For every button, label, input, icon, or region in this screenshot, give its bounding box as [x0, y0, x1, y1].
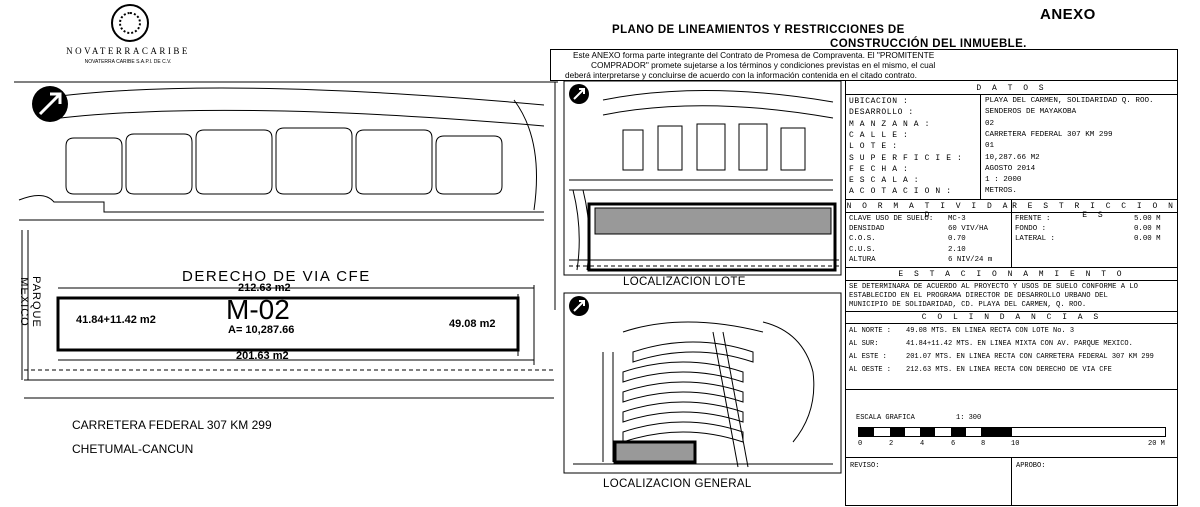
datos-label: M A N Z A N A : [849, 119, 931, 129]
colindancias-heading: C O L I N D A N C I A S [921, 313, 1102, 322]
escala-label: ESCALA GRAFICA [856, 414, 915, 422]
restricciones-value: 5.00 M [1134, 215, 1161, 223]
datos-value: 10,287.66 M2 [985, 153, 1040, 162]
inset-lote: LOCALIZACION LOTE [563, 80, 843, 292]
datos-label: L O T E : [849, 142, 898, 152]
north-arrow [32, 86, 68, 122]
reviso-label: REVISO: [850, 462, 880, 470]
scale-tick-label: 8 [981, 440, 986, 448]
normatividad-value: MC-3 [948, 215, 966, 223]
datos-value: 01 [985, 142, 995, 151]
normatividad-value: 2.10 [948, 245, 966, 254]
colindancia-label: AL ESTE : [849, 353, 887, 361]
restricciones-heading: R E S T R I C C I O N E S [1012, 202, 1176, 220]
main-plan-drawing [14, 81, 558, 399]
logo-brand: NOVATERRACARIBE [66, 46, 190, 56]
header-notice-2: COMPRADOR" promete sujetarse a los térmi… [591, 60, 936, 70]
datos-value: 1 : 2000 [985, 176, 1022, 185]
inset-general: LOCALIZACION GENERAL [563, 292, 843, 502]
datos-label: E S C A L A : [849, 176, 920, 186]
datos-value: PLAYA DEL CARMEN, SOLIDARIDAD Q. ROO. [985, 97, 1154, 105]
normatividad-label: C.U.S. [849, 245, 876, 254]
logo-company: NOVATERRA CARIBE S.A.P.I. DE C.V. [84, 59, 172, 65]
normatividad-value: 0.70 [948, 235, 966, 244]
main-plan: DERECHO DE VIA CFE PARQUE MEXICO 212.63 … [14, 80, 558, 500]
restricciones-label: FRENTE : [1015, 215, 1051, 223]
restricciones-label: LATERAL : [1015, 235, 1055, 244]
scale-bar [858, 427, 1166, 437]
inset-lote-arrow [569, 84, 589, 104]
road-top-label: DERECHO DE VIA CFE [182, 268, 371, 285]
data-panel: D A T O S UBICACION : PLAYA DEL CARMEN, S… [845, 80, 1178, 506]
header-notice-1: Este ANEXO forma parte integrante del Co… [573, 50, 935, 60]
escala-ratio: 1: 300 [956, 414, 982, 422]
lot-area: A= 10,287.66 [228, 324, 295, 336]
restricciones-value: 0.00 M [1134, 235, 1161, 244]
normatividad-label: C.O.S. [849, 235, 876, 244]
header-subtitle-1: PLANO DE LINEAMIENTOS Y RESTRICCIONES DE [612, 24, 905, 36]
colindancia-label: AL NORTE : [849, 327, 892, 335]
colindancia-value: 49.08 MTS. EN LINEA RECTA CON LOTE No. 3 [906, 327, 1075, 335]
lot-id: M-02 [226, 294, 290, 325]
dim-top: 212.63 m2 [238, 282, 291, 294]
inset-general-drawing [563, 292, 842, 474]
datos-value: SENDEROS DE MAYAKOBA [985, 108, 1077, 117]
datos-value: AGOSTO 2014 [985, 164, 1036, 173]
normatividad-value: 60 VIV/HA [948, 225, 988, 234]
dim-left: 41.84+11.42 m2 [76, 314, 156, 326]
datos-label: A C O T A C I O N : [849, 187, 952, 197]
scale-tick-label: 2 [889, 440, 894, 448]
inset-general-arrow [569, 296, 589, 316]
logo-emblem [111, 4, 149, 42]
estacionamiento-line-1: SE DETERMINARA DE ACUERDO AL PROYECTO Y … [849, 283, 1138, 291]
estacionamiento-line-2: ESTABLECIDO EN EL PROGRAMA DIRECTOR DE D… [849, 292, 1108, 300]
restricciones-value: 0.00 M [1134, 225, 1161, 234]
scale-tick-label: 10 [1011, 440, 1020, 448]
normatividad-label: CLAVE USO DE SUELO: [849, 215, 934, 223]
datos-value: 02 [985, 119, 995, 128]
dim-right: 49.08 m2 [449, 318, 496, 330]
header-notice-box: Este ANEXO forma parte integrante del Co… [550, 49, 1178, 81]
inset-lote-caption: LOCALIZACION LOTE [623, 276, 746, 288]
datos-label: S U P E R F I C I E : [849, 153, 963, 163]
estacionamiento-heading: E S T A C I O N A M I E N T O [898, 270, 1125, 279]
normatividad-value: 6 NIV/24 m [948, 255, 993, 264]
datos-label: DESARROLLO : [849, 108, 914, 118]
normatividad-label: ALTURA [849, 255, 876, 264]
logo: NOVATERRACARIBE NOVATERRA CARIBE S.A.P.I… [8, 0, 248, 66]
datos-label: C A L L E : [849, 130, 909, 140]
highway-label-2: CHETUMAL-CANCUN [72, 442, 194, 456]
colindancia-label: AL SUR: [849, 340, 879, 348]
datos-value: METROS. [985, 187, 1017, 196]
scale-tick-label: 4 [920, 440, 925, 448]
datos-label: F E C H A : [849, 164, 909, 174]
estacionamiento-line-3: MUNICIPIO DE SOLIDARIDAD, CD. PLAYA DEL … [849, 301, 1087, 309]
inset-general-caption: LOCALIZACION GENERAL [603, 478, 752, 490]
highway-label-1: CARRETERA FEDERAL 307 KM 299 [72, 418, 272, 432]
colindancia-label: AL OESTE : [849, 366, 892, 374]
normatividad-heading: N O R M A T I V I D A D [846, 202, 1011, 220]
scale-tick-label: 6 [951, 440, 956, 448]
restricciones-label: FONDO : [1015, 225, 1047, 234]
colindancia-value: 41.84+11.42 MTS. EN LINEA MIXTA CON AV. … [906, 340, 1133, 348]
side-label: PARQUE MEXICO [18, 276, 42, 328]
scale-tick-label: 20 M [1148, 440, 1165, 448]
scale-tick-label: 0 [858, 440, 863, 448]
colindancia-value: 201.07 MTS. EN LINEA RECTA CON CARRETERA… [906, 353, 1154, 361]
datos-heading: D A T O S [976, 84, 1047, 93]
header-notice-3: deberá interpretarse y concluirse de acu… [565, 70, 917, 80]
header-subtitle-2: CONSTRUCCIÓN DEL INMUEBLE. [830, 38, 1027, 50]
header-title: ANEXO [1040, 6, 1096, 23]
datos-value: CARRETERA FEDERAL 307 KM 299 [985, 130, 1113, 139]
normatividad-label: DENSIDAD [849, 225, 885, 234]
aprobo-label: APROBO: [1016, 462, 1046, 470]
colindancia-value: 212.63 MTS. EN LINEA RECTA CON DERECHO D… [906, 366, 1112, 374]
inset-lote-drawing [563, 80, 842, 276]
datos-label: UBICACION : [849, 97, 909, 106]
dim-bottom: 201.63 m2 [236, 350, 289, 362]
